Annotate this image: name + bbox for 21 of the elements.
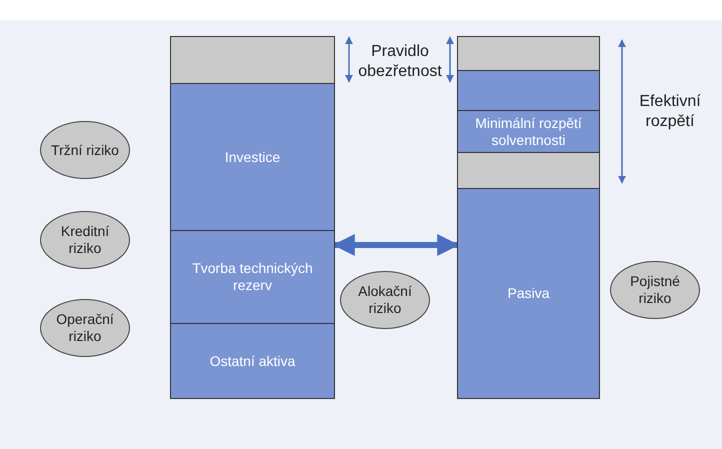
- balance-segment: [457, 36, 600, 71]
- risk-label: Pojistné riziko: [629, 273, 681, 307]
- balance-segment: [457, 188, 600, 399]
- rule-label: Pravidlo obezřetnost: [357, 42, 443, 82]
- margin-label: Efektivní rozpětí: [638, 92, 702, 132]
- risk-label: Alokační riziko: [357, 283, 413, 317]
- balance-segment: [170, 83, 335, 231]
- balance-segment: [170, 230, 335, 324]
- segment-label: Minimální rozpětí solventnosti: [474, 114, 583, 148]
- balance-segment: [457, 110, 600, 153]
- segment-label: Investice: [224, 148, 282, 166]
- balance-segment: [457, 152, 600, 189]
- segment-label: Pasiva: [506, 285, 551, 302]
- segment-label: Ostatní aktiva: [208, 352, 296, 370]
- balance-segment: [170, 36, 335, 84]
- segment-label: Tvorba technických rezerv: [191, 260, 314, 294]
- balance-segment: [457, 70, 600, 111]
- risk-label: Tržní riziko: [50, 142, 120, 158]
- balance-segment: [170, 323, 335, 399]
- risk-label: Kreditní riziko: [60, 223, 110, 257]
- risk-label: Operační riziko: [55, 311, 115, 345]
